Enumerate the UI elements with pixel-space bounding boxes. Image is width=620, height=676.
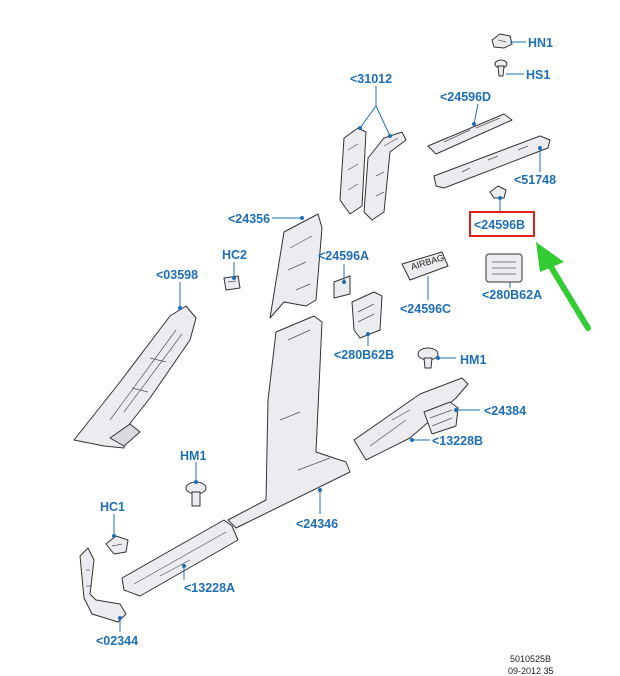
part-31012 bbox=[339, 127, 407, 221]
label-24596c: <24596C bbox=[400, 302, 451, 316]
label-51748: <51748 bbox=[514, 173, 556, 187]
label-02344: <02344 bbox=[96, 634, 138, 648]
part-24356 bbox=[269, 213, 323, 319]
label-hc2: HC2 bbox=[222, 248, 247, 262]
label-13228a: <13228A bbox=[184, 581, 235, 595]
diagram-ref-number: 5010525B bbox=[510, 654, 551, 664]
label-280b62a: <280B62A bbox=[482, 288, 542, 302]
part-03598 bbox=[73, 305, 197, 449]
part-280b62b bbox=[351, 291, 383, 339]
green-arrow-icon bbox=[536, 242, 591, 331]
label-24596b: <24596B bbox=[474, 218, 525, 232]
hn1-clip bbox=[491, 33, 513, 49]
part-24346 bbox=[227, 315, 351, 529]
label-13228b: <13228B bbox=[432, 434, 483, 448]
label-hs1: HS1 bbox=[526, 68, 550, 82]
part-51748 bbox=[433, 135, 551, 189]
part-280b62a bbox=[485, 253, 523, 283]
label-31012: <31012 bbox=[350, 72, 392, 86]
label-24346: <24346 bbox=[296, 517, 338, 531]
label-24356: <24356 bbox=[228, 212, 270, 226]
label-24596a: <24596A bbox=[318, 249, 369, 263]
hm1-upper-clip bbox=[417, 347, 439, 369]
label-hn1: HN1 bbox=[528, 36, 553, 50]
label-280b62b: <280B62B bbox=[334, 348, 394, 362]
leader-dots bbox=[112, 122, 542, 620]
label-03598: <03598 bbox=[156, 268, 198, 282]
part-24384 bbox=[423, 401, 459, 435]
part-24596b bbox=[489, 185, 507, 199]
label-hc1: HC1 bbox=[100, 500, 125, 514]
label-24596d: <24596D bbox=[440, 90, 491, 104]
part-13228b bbox=[353, 377, 469, 461]
hs1-screw bbox=[494, 59, 508, 77]
part-13228a bbox=[121, 519, 239, 597]
label-24384: <24384 bbox=[484, 404, 526, 418]
leader-lines bbox=[113, 41, 541, 632]
hm1-lower-clip bbox=[185, 481, 207, 507]
hc1-clip bbox=[105, 535, 129, 555]
label-hm1-lower: HM1 bbox=[180, 449, 206, 463]
part-24596c-airbag-plate: AIRBAG bbox=[401, 251, 449, 281]
diagram-date-code: 09-2012 35 bbox=[508, 666, 554, 676]
highlight-box bbox=[469, 211, 535, 237]
hc2-clip bbox=[223, 275, 241, 291]
part-24596a bbox=[333, 275, 351, 299]
label-hm1-upper: HM1 bbox=[460, 353, 486, 367]
part-24596d bbox=[427, 113, 513, 155]
part-02344 bbox=[79, 547, 127, 623]
